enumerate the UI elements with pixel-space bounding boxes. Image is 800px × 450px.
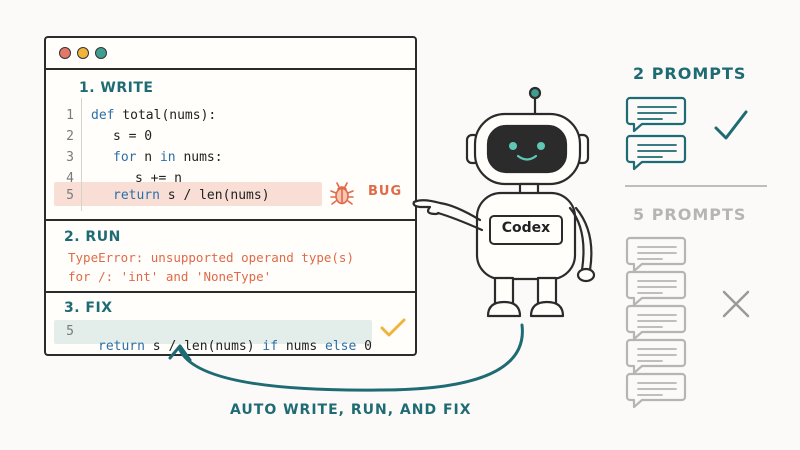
code-text: nums [285, 339, 318, 354]
line-number: 2 [66, 129, 74, 144]
chat-bubble-icon [625, 304, 687, 341]
error-message-line2: for /: 'int' and 'NoneType' [68, 269, 272, 284]
bug-icon [330, 182, 354, 205]
line-number: 1 [66, 108, 74, 123]
error-message-line1: TypeError: unsupported operand type(s) [68, 250, 354, 265]
close-dot-icon[interactable] [59, 47, 71, 59]
prompts-separator [625, 185, 767, 187]
section-divider [46, 219, 415, 221]
section-title-run: 2. RUN [64, 229, 121, 245]
code-window: 1. WRITE 1 2 3 4 5 def total(nums): s = … [44, 36, 417, 356]
checkmark-icon [714, 110, 748, 140]
prompts-bad-group [625, 236, 750, 409]
prompts-good-title: 2 PROMPTS [633, 64, 747, 83]
caption-auto-loop: AUTO WRITE, RUN, AND FIX [230, 402, 472, 418]
robot-illustration [412, 86, 596, 318]
line-number: 4 [66, 171, 74, 186]
code-line-1: def total(nums): [91, 108, 217, 123]
chat-bubble-icon [625, 134, 687, 171]
cross-icon [722, 290, 750, 318]
code-line-5: return s / len(nums) [113, 188, 270, 203]
chat-bubble-icon [625, 372, 687, 409]
line-number: 5 [66, 324, 74, 339]
bug-label: BUG [368, 184, 403, 199]
code-line-4: s += n [135, 171, 182, 186]
section-title-write: 1. WRITE [79, 80, 154, 96]
checkmark-icon [380, 318, 406, 337]
prompts-good-group [625, 96, 748, 171]
bug-line-highlight [54, 182, 322, 206]
robot-chest-label: Codex [501, 220, 551, 236]
loop-arrow-icon [168, 323, 524, 392]
prompts-bad-title: 5 PROMPTS [633, 205, 747, 224]
chat-bubble-icon [625, 96, 687, 133]
fixed-code-line: return s / len(nums) if nums else 0 [98, 324, 372, 354]
code-keyword: else [325, 339, 357, 354]
code-line-3: for n in nums: [113, 150, 223, 165]
section-divider [46, 291, 415, 293]
code-keyword: return [98, 339, 145, 354]
code-text: 0 [364, 339, 372, 354]
chat-bubble-icon [625, 338, 687, 375]
code-line-2: s = 0 [113, 129, 153, 144]
maximize-dot-icon[interactable] [95, 47, 107, 59]
line-number: 5 [66, 188, 74, 203]
code-keyword: if [262, 339, 279, 354]
fix-line-highlight [54, 320, 372, 344]
window-titlebar [46, 38, 415, 70]
code-text: s / len(nums) [152, 339, 255, 354]
minimize-dot-icon[interactable] [77, 47, 89, 59]
section-title-fix: 3. FIX [64, 300, 113, 316]
line-number: 3 [66, 150, 74, 165]
line-gutter [81, 98, 82, 211]
chat-bubble-icon [625, 270, 687, 307]
chat-bubble-icon [625, 236, 687, 273]
